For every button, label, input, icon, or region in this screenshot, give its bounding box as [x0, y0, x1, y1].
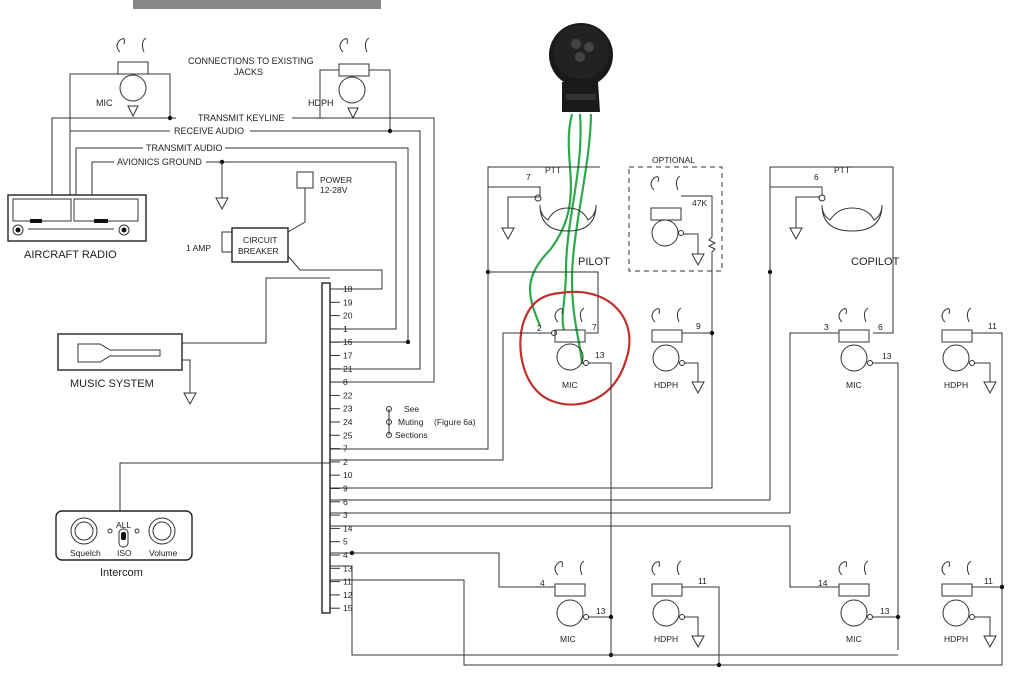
aircraft-radio-label: AIRCRAFT RADIO	[24, 249, 117, 261]
breaker-label: BREAKER	[238, 246, 279, 256]
copilot-mic-3: 3	[824, 322, 829, 332]
circuit-breaker	[231, 227, 289, 263]
top-grey-bar	[133, 0, 381, 9]
figure-label: (Figure 6a)	[434, 417, 476, 427]
pin-label-18: 18	[343, 284, 353, 294]
power-terminal	[296, 171, 314, 189]
pin-label-12: 12	[343, 590, 353, 600]
existing-hdph-jack: HDPH	[308, 37, 370, 120]
intercom-unit: ALL ISO Squelch Volume	[55, 462, 330, 561]
pin-label-20: 20	[343, 311, 353, 321]
resistor-label: 47K	[692, 198, 707, 208]
connections-title: CONNECTIONS TO EXISTING	[188, 56, 314, 66]
pass1-mic-4: 4	[540, 578, 545, 588]
hdph-label: HDPH	[308, 98, 334, 108]
mic-label: MIC	[96, 98, 113, 108]
optional-label: OPTIONAL	[652, 155, 695, 165]
copilot-label: COPILOT	[851, 256, 900, 268]
pilot-label: PILOT	[578, 256, 610, 268]
copilot-mic-label: MIC	[846, 380, 862, 390]
pin-label-23: 23	[343, 404, 353, 414]
power-label: POWER	[320, 175, 352, 185]
pilot-mic-jack: 2 7 13 MIC	[537, 307, 605, 390]
intercom-label: Intercom	[100, 567, 143, 579]
pin-label-13: 13	[343, 563, 353, 573]
pass1-hdph-11: 11	[698, 576, 707, 586]
iso-label: ISO	[117, 548, 132, 558]
connector-strip	[321, 282, 331, 614]
pin-label-3: 3	[343, 510, 348, 520]
circuit-label: CIRCUIT	[243, 235, 277, 245]
copilot-mic-jack: 3 6 13 MIC	[824, 307, 892, 390]
sections-label: Sections	[395, 430, 428, 440]
pass1-mic-13: 13	[596, 606, 606, 616]
aircraft-radio	[7, 194, 147, 242]
pilot-mic-2: 2	[537, 323, 542, 333]
pin-label-14: 14	[343, 523, 353, 533]
pin-label-15: 15	[343, 603, 353, 613]
transmit-audio: TRANSMIT AUDIO	[146, 143, 222, 153]
transmit-keyline: TRANSMIT KEYLINE	[198, 113, 284, 123]
copilot-hdph-jack: 11 HDPH	[941, 307, 997, 395]
pin-label-2: 2	[343, 457, 348, 467]
pilot-mic-label: MIC	[562, 380, 578, 390]
pin-label-25: 25	[343, 430, 353, 440]
pilot-mic-7: 7	[592, 322, 597, 332]
pin-label-10: 10	[343, 470, 353, 480]
pass2-mic-jack: 14 13 MIC	[818, 560, 890, 644]
muting-label: Muting	[398, 417, 424, 427]
headset-plug-photo	[549, 23, 613, 112]
connections-title-2: JACKS	[234, 67, 263, 77]
pin-label-16: 16	[343, 337, 353, 347]
pin-label-8: 8	[343, 377, 348, 387]
existing-mic-jack: MIC	[96, 37, 149, 118]
avionics-ground: AVIONICS GROUND	[117, 157, 202, 167]
pin-label-19: 19	[343, 297, 353, 307]
pass2-mic-label: MIC	[846, 634, 862, 644]
pin-label-6: 6	[343, 497, 348, 507]
pin-label-4: 4	[343, 550, 348, 560]
copilot-hdph-label: HDPH	[944, 380, 968, 390]
copilot-mic-6: 6	[878, 322, 883, 332]
pin-label-24: 24	[343, 417, 353, 427]
pass2-hdph-jack: 11 HDPH	[941, 560, 997, 649]
pin-label-11: 11	[343, 577, 352, 587]
pin-label-5: 5	[343, 537, 348, 547]
pin-label-1: 1	[343, 324, 348, 334]
optional-box	[628, 166, 723, 272]
pilot-mic-13: 13	[595, 350, 605, 360]
pilot-hdph-label: HDPH	[654, 380, 678, 390]
pass1-hdph-jack: 11 HDPH	[651, 560, 707, 649]
pilot-ptt-7: 7	[526, 172, 531, 182]
pin-label-22: 22	[343, 390, 353, 400]
music-system-label: MUSIC SYSTEM	[70, 378, 154, 390]
volume-label: Volume	[149, 548, 178, 558]
pass2-mic-13: 13	[880, 606, 890, 616]
receive-audio: RECEIVE AUDIO	[174, 126, 244, 136]
music-system	[57, 277, 330, 406]
pass2-hdph-11: 11	[984, 576, 993, 586]
one-amp-label: 1 AMP	[186, 243, 211, 253]
copilot-ptt-6: 6	[814, 172, 819, 182]
pass1-mic-label: MIC	[560, 634, 576, 644]
all-label: ALL	[116, 520, 131, 530]
pass2-mic-14: 14	[818, 578, 828, 588]
copilot-ptt-label: PTT	[834, 165, 850, 175]
pin-label-21: 21	[343, 364, 353, 374]
pilot-hdph-9: 9	[696, 321, 701, 331]
pin-label-17: 17	[343, 351, 353, 361]
pass1-hdph-label: HDPH	[654, 634, 678, 644]
pilot-hdph-jack: 9 HDPH	[651, 307, 705, 395]
copilot-hdph-11: 11	[988, 321, 997, 331]
pass2-hdph-label: HDPH	[944, 634, 968, 644]
pilot-ptt-label: PTT	[545, 165, 561, 175]
see-label: See	[404, 404, 419, 414]
pass1-mic-jack: 4 13 MIC	[540, 560, 606, 644]
power-voltage: 12-28V	[320, 185, 348, 195]
copilot-mic-13: 13	[882, 351, 892, 361]
squelch-label: Squelch	[70, 548, 101, 558]
